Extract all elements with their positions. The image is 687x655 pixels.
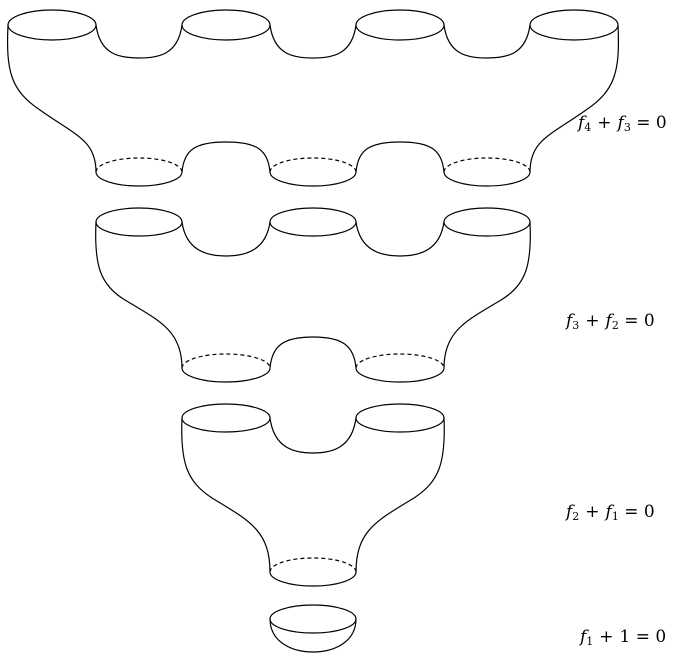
equation-label: f1+1 = 0 [580,627,667,648]
bottom-circle-front [355,367,445,383]
bottom-circle-back [181,353,271,369]
top-circle [443,207,531,237]
outer-wall [95,221,183,369]
saddle [269,24,357,59]
bottom-circle-front [269,171,357,187]
saddle [269,417,357,454]
bottom-circle-front [269,571,357,587]
cobordism-level-4-to-3 [7,9,619,187]
outer-wall [529,24,619,173]
saddle [355,221,445,257]
cobordism-cap [269,604,357,653]
top-circle [269,604,357,634]
equation-label: f2+f1 = 0 [566,502,655,523]
bottom-circle-front [181,367,271,383]
bottom-circle-back [269,557,357,573]
top-circle [7,9,97,41]
top-circle [181,9,271,41]
outer-wall [7,24,97,173]
outer-wall [355,417,445,573]
outer-wall [443,221,531,369]
hump [269,336,357,369]
cobordism-level-3-to-2 [95,207,531,383]
saddle [443,24,531,59]
top-circle [529,9,619,41]
bottom-circle-back [443,157,531,173]
bottom-circle-back [95,157,183,173]
equation-label: f3+f2 = 0 [566,311,655,332]
hump [181,141,271,173]
bottom-circle-front [443,171,531,187]
saddle [95,24,183,59]
saddle [181,221,271,257]
bottom-circle-back [355,353,445,369]
bottom-circle-back [269,157,357,173]
bottom-circle-front [95,171,183,187]
hump [355,141,445,173]
equation-label: f4+f3 = 0 [578,113,667,134]
top-circle [355,403,445,433]
cap-bowl [269,618,357,653]
top-circle [181,403,271,433]
top-circle [355,9,445,41]
top-circle [95,207,183,237]
outer-wall [181,417,271,573]
cobordism-level-2-to-1 [181,403,445,587]
top-circle [269,207,357,237]
